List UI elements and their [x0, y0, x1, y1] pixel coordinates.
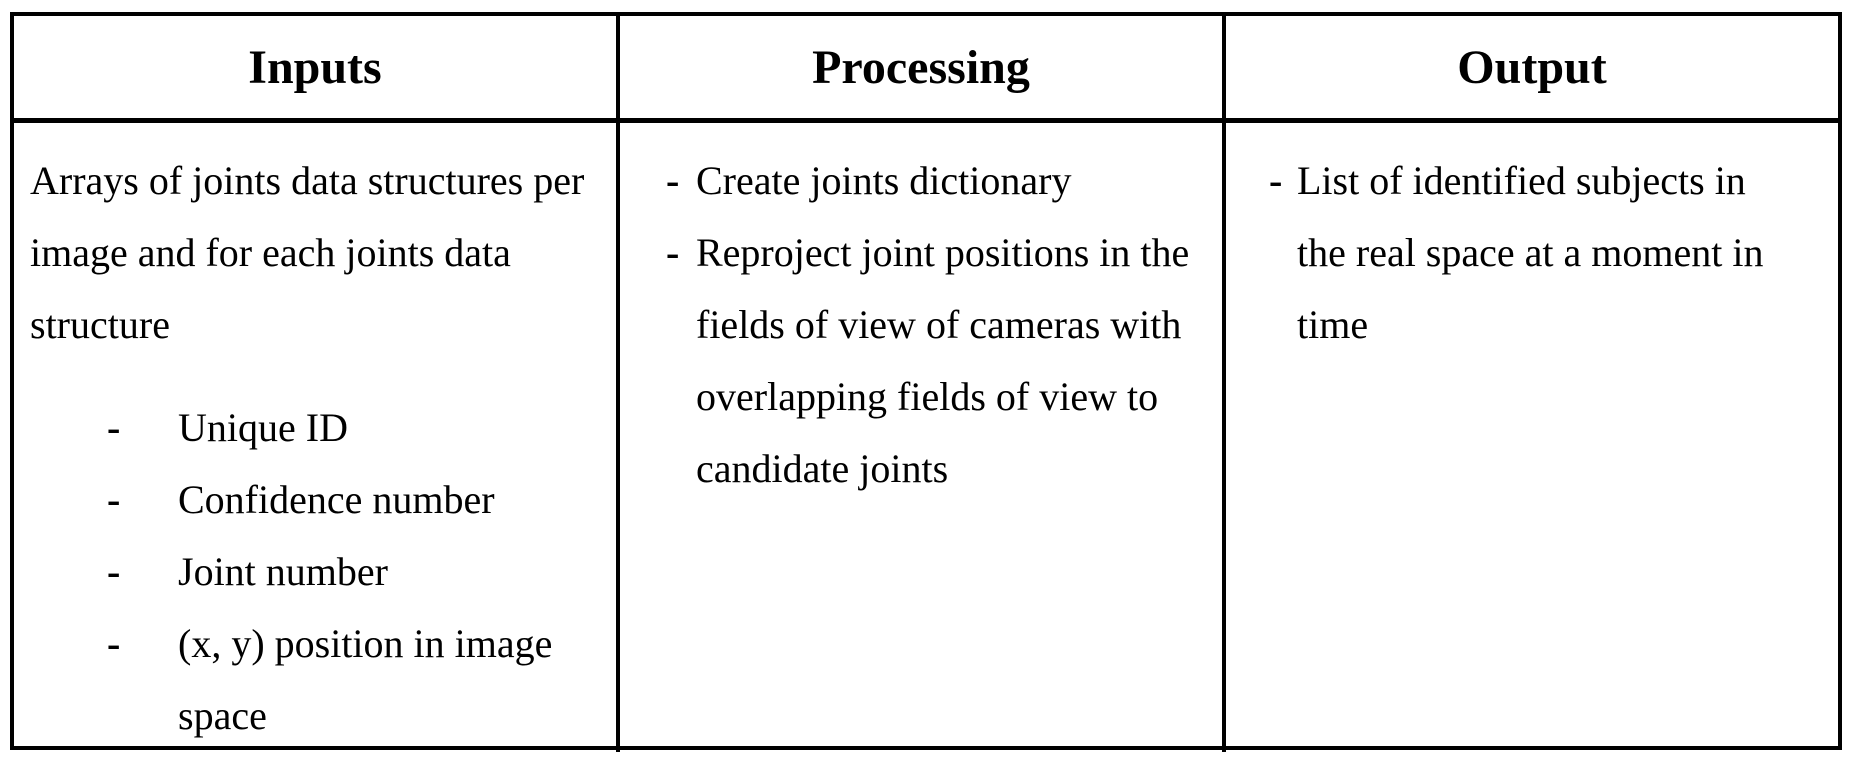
column-header-processing: Processing [812, 41, 1030, 94]
dash-bullet-marker: - [107, 405, 121, 450]
header-cell-output: Output [1226, 16, 1838, 123]
list-item: - (x, y) position in image space [30, 608, 616, 752]
processing-bullet-reproject-joints: Reproject joint positions in the fields … [696, 230, 1190, 491]
inputs-processing-output-table: Inputs Processing Output Arrays of joint… [10, 12, 1842, 752]
list-item: - Reproject joint positions in the field… [620, 217, 1222, 505]
inputs-bullet-xy-position: (x, y) position in image space [178, 621, 553, 738]
header-cell-processing: Processing [620, 16, 1226, 123]
output-body-cell: - List of identified subjects in the rea… [1226, 123, 1838, 752]
processing-body-cell: - Create joints dictionary - Reproject j… [620, 123, 1226, 752]
inputs-body-cell: Arrays of joints data structures per ima… [14, 123, 620, 752]
list-item: - Confidence number [30, 464, 616, 536]
header-cell-inputs: Inputs [14, 16, 620, 123]
dash-bullet-marker: - [107, 477, 121, 522]
list-item: - Unique ID [30, 392, 616, 464]
processing-bullet-list: - Create joints dictionary - Reproject j… [620, 145, 1222, 505]
dash-bullet-marker: - [1269, 158, 1283, 203]
processing-bullet-create-dictionary: Create joints dictionary [696, 158, 1072, 203]
column-header-output: Output [1457, 41, 1607, 94]
dash-bullet-marker: - [666, 230, 680, 275]
dash-bullet-marker: - [666, 158, 680, 203]
column-header-inputs: Inputs [248, 41, 382, 94]
inputs-intro-paragraph: Arrays of joints data structures per ima… [30, 158, 585, 347]
inputs-bullet-unique-id: Unique ID [178, 405, 348, 450]
dash-bullet-marker: - [107, 549, 121, 594]
inputs-bullet-joint-number: Joint number [178, 549, 388, 594]
inputs-bullet-list: - Unique ID - Confidence number - Joint … [14, 392, 616, 752]
list-item: - Joint number [30, 536, 616, 608]
output-bullet-identified-subjects: List of identified subjects in the real … [1297, 158, 1764, 347]
inputs-bullet-confidence-number: Confidence number [178, 477, 495, 522]
output-bullet-list: - List of identified subjects in the rea… [1226, 145, 1838, 361]
dash-bullet-marker: - [107, 621, 121, 666]
list-item: - List of identified subjects in the rea… [1226, 145, 1838, 361]
list-item: - Create joints dictionary [620, 145, 1222, 217]
